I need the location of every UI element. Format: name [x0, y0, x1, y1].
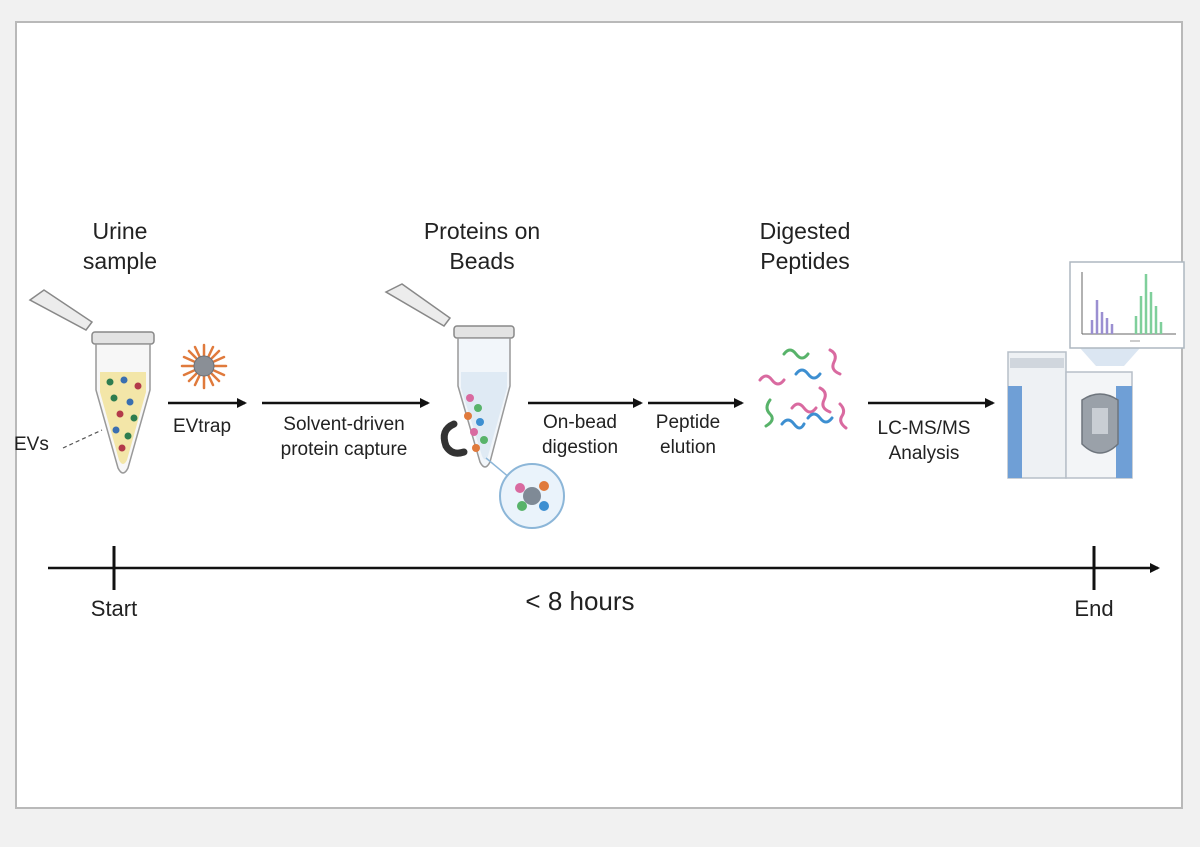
protein-bead-cluster: [464, 394, 488, 452]
peptides-icon: [758, 348, 848, 430]
timeline-start-label: Start: [90, 596, 138, 621]
stage-title-line: Beads: [449, 248, 515, 274]
label-line: elution: [660, 437, 716, 458]
label-line: LC-MS/MS: [877, 418, 971, 439]
protein-capture-label: Solvent-driven protein capture: [262, 412, 426, 462]
evtrap-label: EVtrap: [172, 416, 232, 437]
label-line: protein capture: [280, 439, 408, 460]
evtrap-particle-icon: [180, 343, 228, 390]
stage-title-proteins-on-beads: Proteins on Beads: [392, 216, 572, 276]
label-line: Peptide: [655, 412, 721, 433]
label-line: On-bead: [543, 412, 617, 433]
timeline-duration-label: < 8 hours: [525, 586, 635, 616]
stage-title-line: Urine: [92, 218, 148, 244]
label-line: Analysis: [888, 443, 960, 464]
magnet-icon: [440, 420, 468, 457]
peptide-elution-label: Peptide elution: [640, 410, 736, 460]
onbead-digestion-label: On-bead digestion: [526, 410, 634, 460]
diagram-frame: [15, 21, 1183, 809]
label-line: Solvent-driven: [283, 414, 405, 435]
stage-title-line: Digested: [759, 218, 851, 244]
stage-title-line: Peptides: [760, 248, 850, 274]
bead-tube-icon: [384, 283, 565, 529]
stage-title-urine-sample: Urine sample: [60, 216, 180, 276]
spectrum-chart-icon: [1069, 261, 1185, 349]
stage-title-line: Proteins on: [423, 218, 541, 244]
stage-title-digested-peptides: Digested Peptides: [730, 216, 880, 276]
label-line: digestion: [541, 437, 619, 458]
evs-label: EVs: [14, 434, 49, 455]
timeline: [48, 546, 1160, 590]
urine-tube-icon: [28, 289, 155, 474]
lcms-analysis-label: LC-MS/MS Analysis: [862, 416, 986, 466]
ev-particles: [106, 376, 142, 452]
mass-spectrometer-icon: [1007, 348, 1140, 479]
timeline-end-label: End: [1074, 596, 1114, 621]
stage-title-line: sample: [82, 248, 158, 274]
